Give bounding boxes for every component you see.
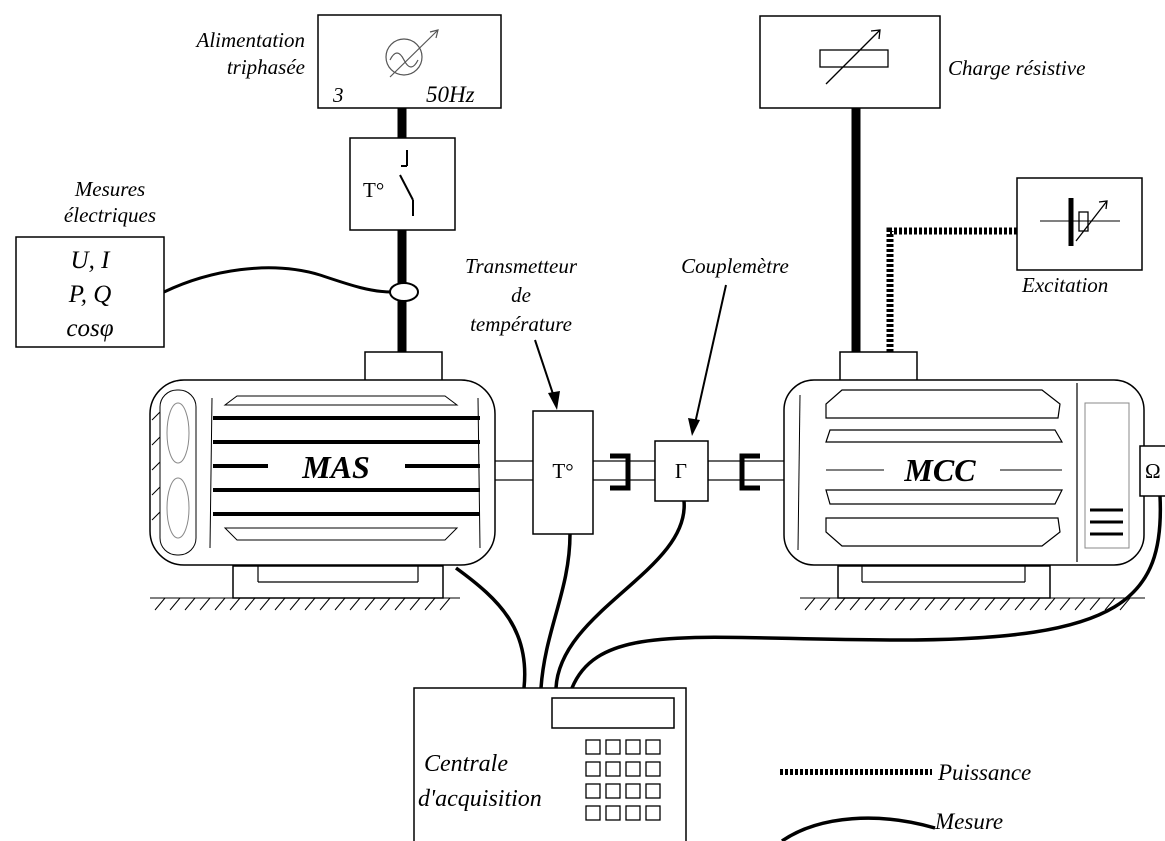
excitation-cable (886, 227, 1017, 352)
legend-measure-label: Mesure (934, 809, 1003, 834)
supply-box (317, 14, 502, 109)
daq-display (551, 697, 675, 729)
mcc-motor (783, 379, 1145, 566)
torquemeter-label: Couplemètre (681, 254, 789, 278)
temp-label-2: de (511, 283, 531, 307)
ac-source-icon (385, 29, 439, 78)
rheostat-icon (819, 29, 889, 85)
measures-cable (163, 266, 393, 294)
legend-power-label: Puissance (937, 760, 1031, 785)
supply-label-1: Alimentation (195, 28, 306, 52)
measures-line-1: U, I (71, 247, 112, 274)
excitation-label: Excitation (1021, 273, 1108, 297)
temp-label-1: Transmetteur (465, 254, 578, 278)
ground-hatch-left (150, 597, 460, 611)
measures-title-1: Mesures (74, 177, 145, 201)
temp-label-3: température (470, 312, 572, 336)
coupling-left (610, 453, 631, 491)
temp-box-label: T° (552, 459, 573, 483)
speed-sensor-label: Ω (1145, 459, 1161, 483)
excitation-icon (1040, 198, 1120, 246)
load-label: Charge résistive (948, 56, 1085, 80)
supply-frequency: 50Hz (426, 82, 475, 107)
mcc-terminal-box (839, 351, 918, 382)
supply-phase-count: 3 (332, 83, 344, 107)
measures-line-2: P, Q (68, 281, 112, 308)
mas-motor (149, 379, 496, 566)
torquemeter-box (654, 440, 709, 502)
load-box (759, 15, 941, 109)
daq-label-2: d'acquisition (418, 786, 542, 812)
breaker-label: T° (363, 178, 384, 202)
speed-sensor-box (1139, 445, 1165, 497)
daq-keypad (585, 739, 661, 821)
switch-icon (399, 150, 414, 216)
daq-label-1: Centrale (424, 751, 508, 777)
current-clamp (389, 282, 419, 302)
legend-measure-swatch (781, 816, 936, 841)
measures-line-3: cosφ (66, 315, 113, 342)
mcc-label: MCC (903, 452, 976, 488)
measures-title-2: électriques (64, 203, 156, 227)
coupling-right (739, 453, 760, 491)
ground-hatch-right (800, 597, 1145, 611)
torquemeter-box-label: Γ (675, 459, 687, 483)
measurement-cables (454, 495, 1163, 689)
torquemeter-arrow (693, 284, 727, 429)
supply-label-2: triphasée (227, 55, 305, 79)
temp-transmitter-box (532, 410, 594, 535)
mas-terminal-box (364, 351, 443, 382)
mas-label: MAS (301, 449, 370, 485)
breaker-box (349, 137, 456, 231)
